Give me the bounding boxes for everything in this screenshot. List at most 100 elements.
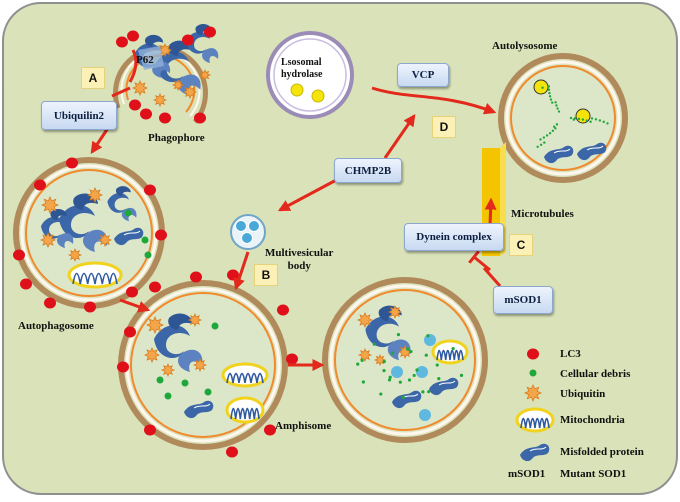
ubiquitin-icon bbox=[523, 383, 543, 403]
debris-dot-icon bbox=[360, 358, 364, 362]
debris-dot-icon bbox=[211, 322, 219, 330]
debris-dot-icon bbox=[356, 362, 360, 366]
misfolded-protein-icon bbox=[184, 400, 214, 419]
debris-dot-icon bbox=[361, 380, 365, 384]
msod1-box: mSOD1 bbox=[493, 286, 553, 314]
debris-dot-icon bbox=[406, 347, 410, 351]
debris-dot-icon bbox=[164, 392, 172, 400]
debris-dot-icon bbox=[451, 346, 455, 351]
debris-dot-icon bbox=[554, 127, 557, 130]
arrow-msod1-to-dynein bbox=[468, 250, 491, 272]
legend-label-debris: Cellular debris bbox=[560, 368, 631, 380]
mvb-vesicle-icon bbox=[235, 220, 247, 232]
exosome-vesicle-icon bbox=[419, 409, 431, 421]
arrow-lysosome-to-autolysosome bbox=[371, 86, 497, 115]
debris-dot-icon bbox=[536, 145, 539, 148]
lc3-dot-icon bbox=[116, 36, 128, 48]
ubiquitin-icon bbox=[397, 344, 413, 360]
chmp2b-box: CHMP2B bbox=[334, 158, 402, 183]
debris-dot-icon bbox=[401, 395, 405, 399]
lc3-dot-icon bbox=[20, 278, 32, 290]
amphisome bbox=[117, 269, 298, 458]
lc3-dot-icon bbox=[126, 286, 138, 298]
p62-link bbox=[128, 49, 138, 83]
debris-dot-icon bbox=[144, 251, 152, 259]
lc3-dot-icon bbox=[159, 112, 171, 124]
debris-dot-icon bbox=[421, 390, 425, 394]
autolysosome-label: Autolysosome bbox=[492, 40, 558, 52]
mitochondria-icon bbox=[515, 407, 555, 433]
lc3-dot-icon bbox=[227, 269, 239, 281]
lc3-dot-icon bbox=[144, 424, 156, 436]
debris-dot-icon bbox=[539, 138, 542, 141]
debris-dot-icon bbox=[548, 132, 552, 135]
debris-dot-icon bbox=[547, 88, 551, 91]
lc3-dot-icon bbox=[66, 157, 78, 169]
lysosomal-hydrolase-label: Lsosomal hydrolase bbox=[281, 57, 323, 80]
debris-dot-icon bbox=[415, 368, 419, 372]
debris-dot-icon bbox=[390, 351, 395, 355]
phagophore-label: Phagophore bbox=[148, 132, 205, 144]
ubiquitin-icon bbox=[152, 92, 168, 108]
ubiquitin-icon bbox=[145, 315, 165, 335]
legend-label-mutant-sod1: Mutant SOD1 bbox=[560, 468, 627, 480]
mitochondria-icon bbox=[67, 261, 123, 289]
msod1-inhibit-line bbox=[482, 267, 502, 287]
ubiquitin-icon bbox=[387, 304, 403, 320]
autophagosome bbox=[13, 157, 167, 313]
debris-dot-icon bbox=[542, 136, 546, 139]
autophagosome-label: Autophagosome bbox=[18, 320, 94, 332]
lc3-dot-icon bbox=[264, 424, 276, 436]
ubiquitin-icon bbox=[87, 187, 103, 203]
ubiquitin-icon bbox=[144, 347, 160, 363]
amphisome-mature bbox=[322, 277, 488, 443]
debris-dot-icon bbox=[585, 119, 588, 122]
debris-dot-icon bbox=[555, 123, 559, 126]
legend bbox=[515, 348, 555, 462]
debris-dot-icon bbox=[545, 134, 549, 137]
debris-dot-icon bbox=[554, 101, 557, 104]
ubiquitin-icon bbox=[40, 195, 60, 215]
debris-dot-icon bbox=[412, 373, 416, 378]
debris-dot-icon bbox=[407, 378, 412, 382]
p62-receptor-icon bbox=[138, 46, 164, 70]
mitochondria-icon bbox=[431, 339, 469, 365]
debris-dot-icon bbox=[541, 86, 544, 89]
lc3-dot-icon bbox=[149, 281, 161, 293]
debris-dot-icon bbox=[577, 117, 581, 121]
step-a-tag: A bbox=[81, 67, 105, 89]
lc3-dot-icon bbox=[144, 184, 156, 196]
ubiquitin-icon bbox=[187, 312, 203, 328]
legend-label-ubiquitin: Ubiquitin bbox=[560, 388, 606, 400]
lc3-dot-icon bbox=[277, 304, 289, 316]
lc3-dot-icon bbox=[84, 301, 96, 313]
step-b-tag: B bbox=[254, 264, 278, 286]
debris-dot-icon bbox=[181, 379, 189, 387]
debris-dot-icon bbox=[396, 332, 401, 337]
ubiquitin-icon bbox=[182, 84, 198, 100]
debris-dot-icon bbox=[602, 120, 605, 124]
lc3-dot-icon bbox=[44, 297, 56, 309]
ubiquitin-icon bbox=[40, 232, 56, 248]
misfolded-protein-icon bbox=[544, 145, 574, 164]
autolysosome bbox=[498, 53, 628, 183]
debris-dot-icon bbox=[557, 110, 561, 113]
debris-dot-icon bbox=[606, 122, 609, 125]
legend-msod1-abbrev: mSOD1 bbox=[508, 468, 546, 480]
mitochondria-icon bbox=[221, 362, 269, 388]
lc3-dot-icon bbox=[182, 34, 194, 46]
ubiquilin2-box: Ubiquilin2 bbox=[41, 101, 117, 130]
debris-dot-icon bbox=[548, 95, 552, 98]
debris-dot-icon bbox=[551, 129, 555, 133]
debris-dot-icon bbox=[539, 143, 543, 146]
lc3-dot-icon bbox=[286, 353, 298, 365]
phagophore bbox=[111, 24, 219, 124]
ubiquitin-icon bbox=[97, 232, 113, 248]
arrow-mvb-to-amphisome bbox=[233, 251, 250, 291]
legend-label-lc3: LC3 bbox=[560, 348, 581, 360]
debris-dot-icon bbox=[382, 359, 386, 364]
debris-dot-icon bbox=[398, 380, 402, 384]
legend-debris-icon bbox=[529, 369, 537, 377]
debris-dot-icon bbox=[435, 363, 439, 367]
misfolded-protein-icon bbox=[577, 142, 607, 161]
